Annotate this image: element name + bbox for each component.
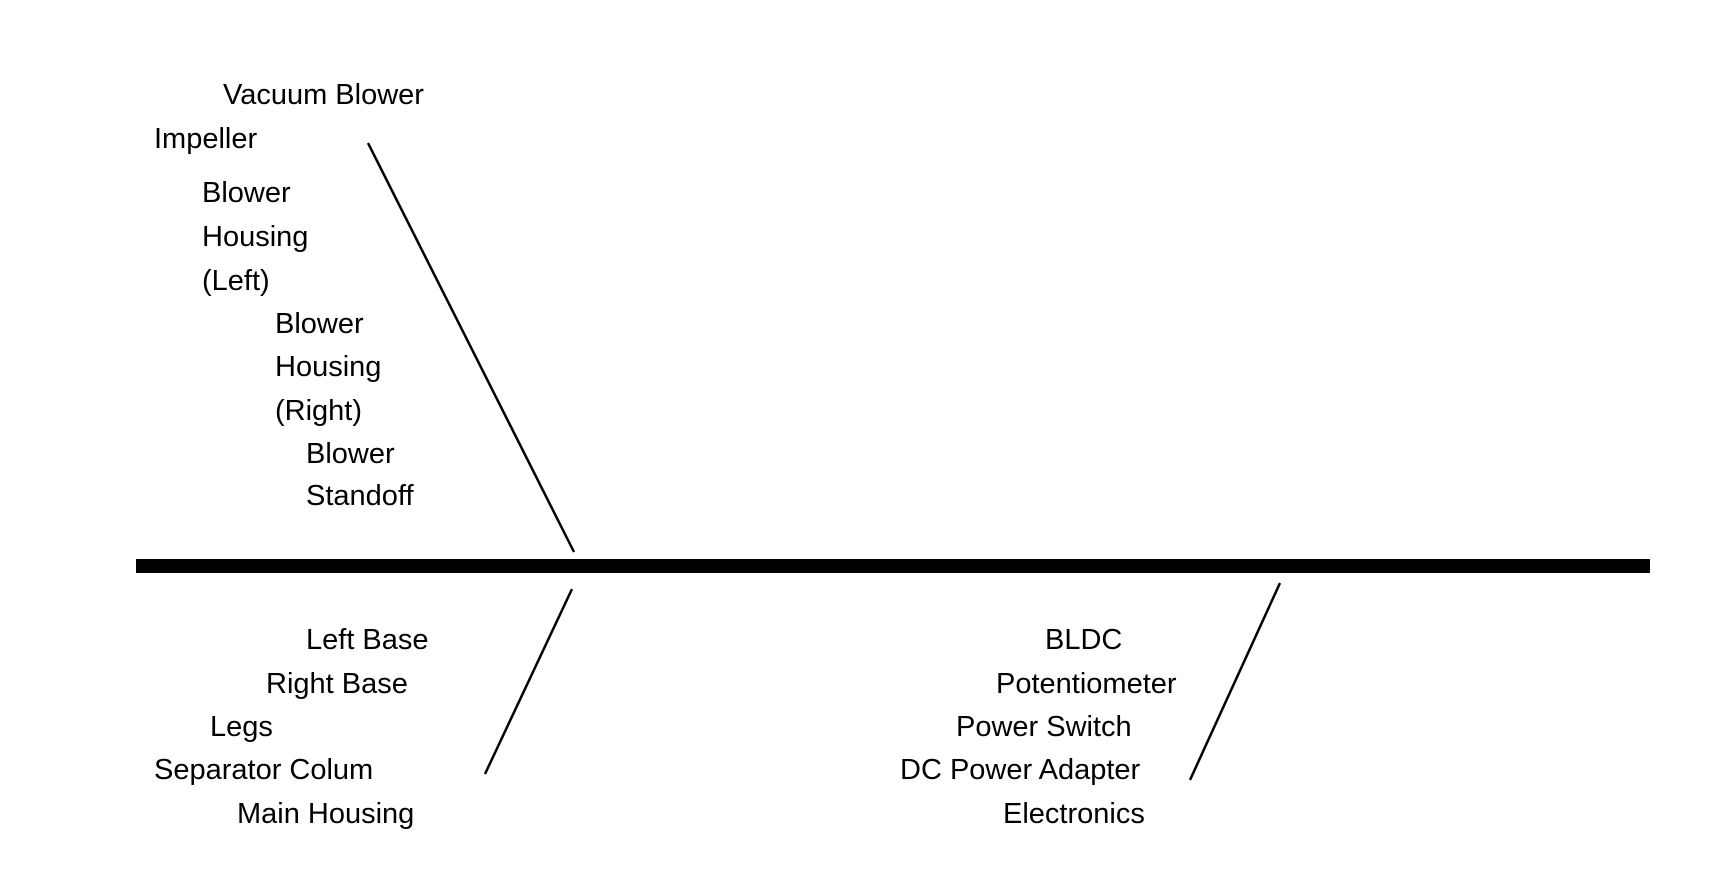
blower-label-housing-right-1: Blower: [275, 308, 364, 340]
blower-label-housing-left-3: (Left): [202, 265, 270, 297]
electronics-label-dc-power-adapter: DC Power Adapter: [900, 754, 1141, 786]
electronics-label-electronics: Electronics: [1003, 798, 1145, 830]
blower-label-standoff-2: Standoff: [306, 480, 414, 512]
base-branch-line: [483, 588, 574, 775]
base-label-legs: Legs: [210, 711, 273, 743]
electronics-branch-line: [1188, 582, 1282, 781]
electronics-label-bldc: BLDC: [1045, 624, 1123, 656]
blower-label-vacuum-blower: Vacuum Blower: [223, 79, 424, 111]
blower-label-housing-right-3: (Right): [275, 395, 363, 427]
blower-label-housing-left-1: Blower: [202, 177, 291, 209]
electronics-label-power-switch: Power Switch: [956, 711, 1132, 743]
blower-label-impeller: Impeller: [154, 123, 258, 155]
base-label-main-housing: Main Housing: [237, 798, 415, 830]
base-label-right-base: Right Base: [266, 668, 408, 700]
blower-label-housing-left-2: Housing: [202, 221, 309, 253]
base-label-separator-colum: Separator Colum: [154, 754, 374, 786]
blower-label-housing-right-2: Housing: [275, 351, 382, 383]
electronics-label-potentiometer: Potentiometer: [996, 668, 1177, 700]
blower-branch-line: [366, 142, 576, 553]
blower-label-standoff-1: Blower: [306, 438, 395, 470]
base-label-left-base: Left Base: [306, 624, 429, 656]
